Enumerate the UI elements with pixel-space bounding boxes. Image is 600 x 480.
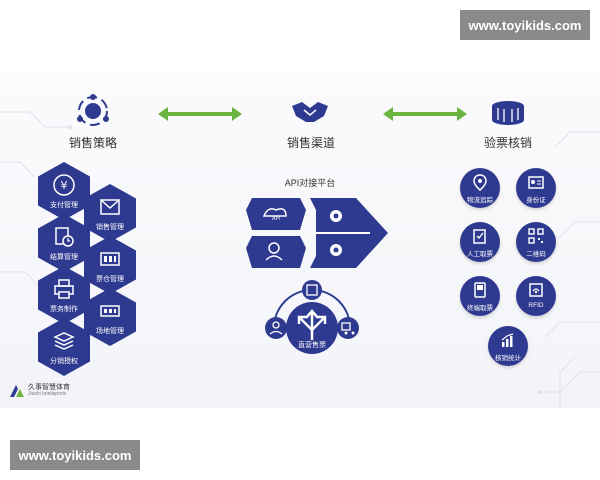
ticket-label: 验票核销	[483, 136, 532, 150]
brand-subtitle: Jiushi Intelisports	[28, 391, 67, 398]
hex-distribution-label: 分销授权	[50, 358, 78, 365]
bar-chart-icon	[501, 333, 514, 347]
circle-logistics-label: 物流追踪	[467, 197, 493, 204]
stadium-icon	[492, 101, 524, 125]
circle-terminal: 终端取票	[460, 276, 500, 316]
diagram-canvas: 销售策略 销售渠道 验票核销 ¥ 支付管理 销售管理 结算管理 票仓管理	[0, 72, 600, 408]
direct-sales-diagram	[265, 280, 359, 354]
clock-doc-icon	[55, 227, 74, 247]
hex-venue-label: 场地管理	[96, 328, 124, 335]
handshake-icon	[292, 102, 328, 122]
circle-statistics-label: 核销统计	[495, 355, 521, 362]
right-double-arrow	[383, 107, 467, 121]
rfid-icon	[529, 283, 543, 297]
circle-terminal-label: 终端取票	[467, 305, 493, 312]
brand-logo-icon	[10, 384, 24, 397]
ticket-hand-icon	[473, 229, 486, 244]
circle-rfid: RFID	[516, 276, 556, 316]
printer-icon	[54, 279, 74, 299]
yen-icon: ¥	[53, 174, 75, 196]
hex-settlement-label: 结算管理	[50, 254, 78, 261]
channel-label: 销售渠道	[286, 136, 335, 150]
hex-ticketing-label: 票务制作	[50, 306, 78, 313]
envelope-icon	[100, 199, 120, 215]
ticket-box-icon	[100, 252, 120, 266]
svg-text:¥: ¥	[61, 179, 68, 192]
qr-code-icon	[528, 228, 544, 244]
circle-rfid-label: RFID	[528, 302, 544, 309]
left-double-arrow	[158, 107, 242, 121]
circle-idcard-label: 身份证	[526, 197, 546, 204]
circle-manual-label: 人工取票	[467, 251, 493, 258]
hex-sales: 销售管理	[84, 184, 136, 242]
brand-name: 久事智慧体育	[28, 384, 70, 391]
strategy-label: 销售策略	[68, 136, 117, 150]
circle-qrcode-label: 二维码	[526, 251, 546, 258]
circle-logistics: 物流追踪	[460, 168, 500, 208]
hex-payment: ¥ 支付管理	[38, 162, 90, 220]
circle-idcard: 身份证	[516, 168, 556, 208]
brand-logo: 久事智慧体育 Jiushi Intelisports	[10, 384, 70, 398]
layers-icon	[53, 332, 75, 350]
hex-payment-label: 支付管理	[50, 202, 78, 209]
id-card-icon	[528, 176, 544, 189]
hex-sales-label: 销售管理	[96, 224, 124, 231]
circle-statistics: 核销统计	[488, 326, 528, 366]
api-platform-title: API对接平台	[284, 178, 336, 188]
circle-manual: 人工取票	[460, 222, 500, 262]
hex-warehouse-label: 票仓管理	[96, 276, 124, 283]
watermark-top: www.toyikids.com	[460, 10, 590, 40]
circle-qrcode: 二维码	[516, 222, 556, 262]
film-icon	[100, 305, 120, 317]
kiosk-icon	[474, 282, 486, 298]
watermark-bottom: www.toyikids.com	[10, 440, 140, 470]
direct-sales-label: 直营售票	[298, 342, 326, 349]
map-pin-icon	[473, 174, 487, 191]
strategy-network-icon	[77, 94, 109, 126]
svg-text:API: API	[272, 216, 280, 222]
api-platform-arrow: API	[246, 198, 388, 268]
